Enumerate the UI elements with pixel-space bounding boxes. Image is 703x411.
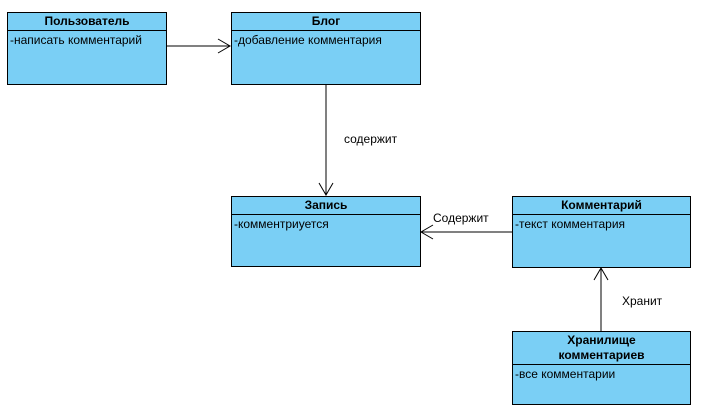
- class-storage-attribute: -все комментарии: [515, 367, 616, 381]
- edge-label-comment-record: Содержит: [433, 211, 489, 225]
- class-blog-name: Блог: [232, 13, 420, 31]
- class-storage-name: Хранилище комментариев: [513, 332, 690, 365]
- class-comment-name: Комментарий: [513, 197, 690, 215]
- class-record: Запись -комментриуется: [231, 196, 421, 267]
- class-comment-attribute: -текст комментария: [515, 217, 626, 231]
- class-user: Пользователь -написать комментарий: [7, 12, 167, 85]
- arrowhead-user-blog: [217, 38, 231, 54]
- class-user-name: Пользователь: [8, 13, 166, 31]
- arrowhead-blog-record: [318, 182, 334, 196]
- class-storage: Хранилище комментариев -все комментарии: [512, 331, 691, 405]
- edge-label-storage-comment: Хранит: [622, 294, 663, 308]
- class-blog: Блог -добавление комментария: [231, 12, 421, 85]
- class-user-attribute: -написать комментарий: [10, 33, 142, 47]
- arrowhead-storage-comment: [593, 267, 609, 281]
- arrowhead-comment-record: [420, 224, 434, 240]
- class-blog-attribute: -добавление комментария: [234, 33, 382, 47]
- class-record-attribute: -комментриуется: [234, 217, 329, 231]
- class-record-name: Запись: [232, 197, 420, 215]
- class-comment: Комментарий -текст комментария: [512, 196, 691, 268]
- edge-label-blog-record: содержит: [344, 132, 398, 146]
